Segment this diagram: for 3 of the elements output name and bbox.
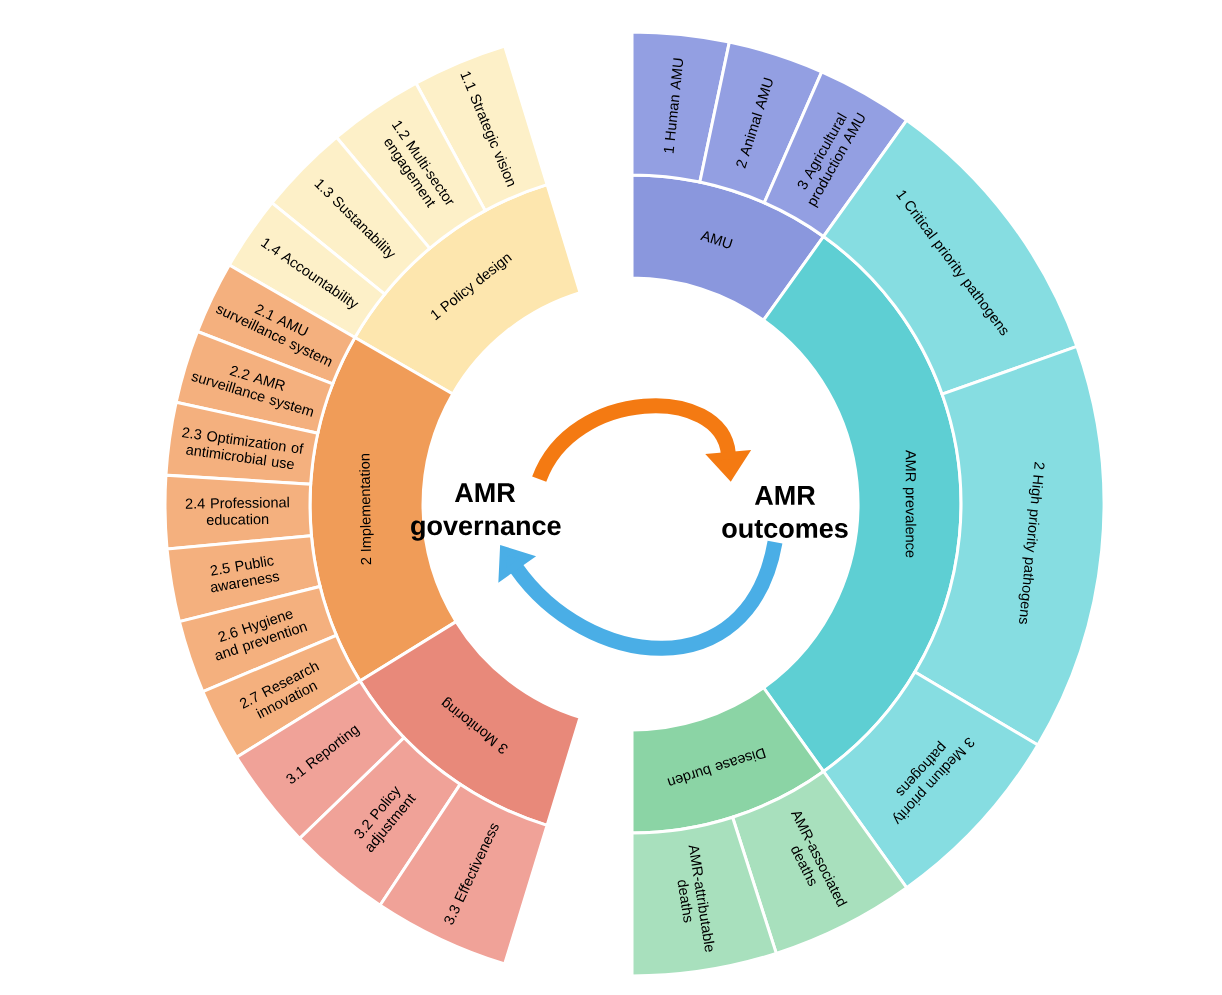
sector-segment: 1 Human AMU — [630, 30, 731, 184]
curved-arrow — [532, 398, 752, 483]
curved-arrow — [498, 540, 783, 656]
